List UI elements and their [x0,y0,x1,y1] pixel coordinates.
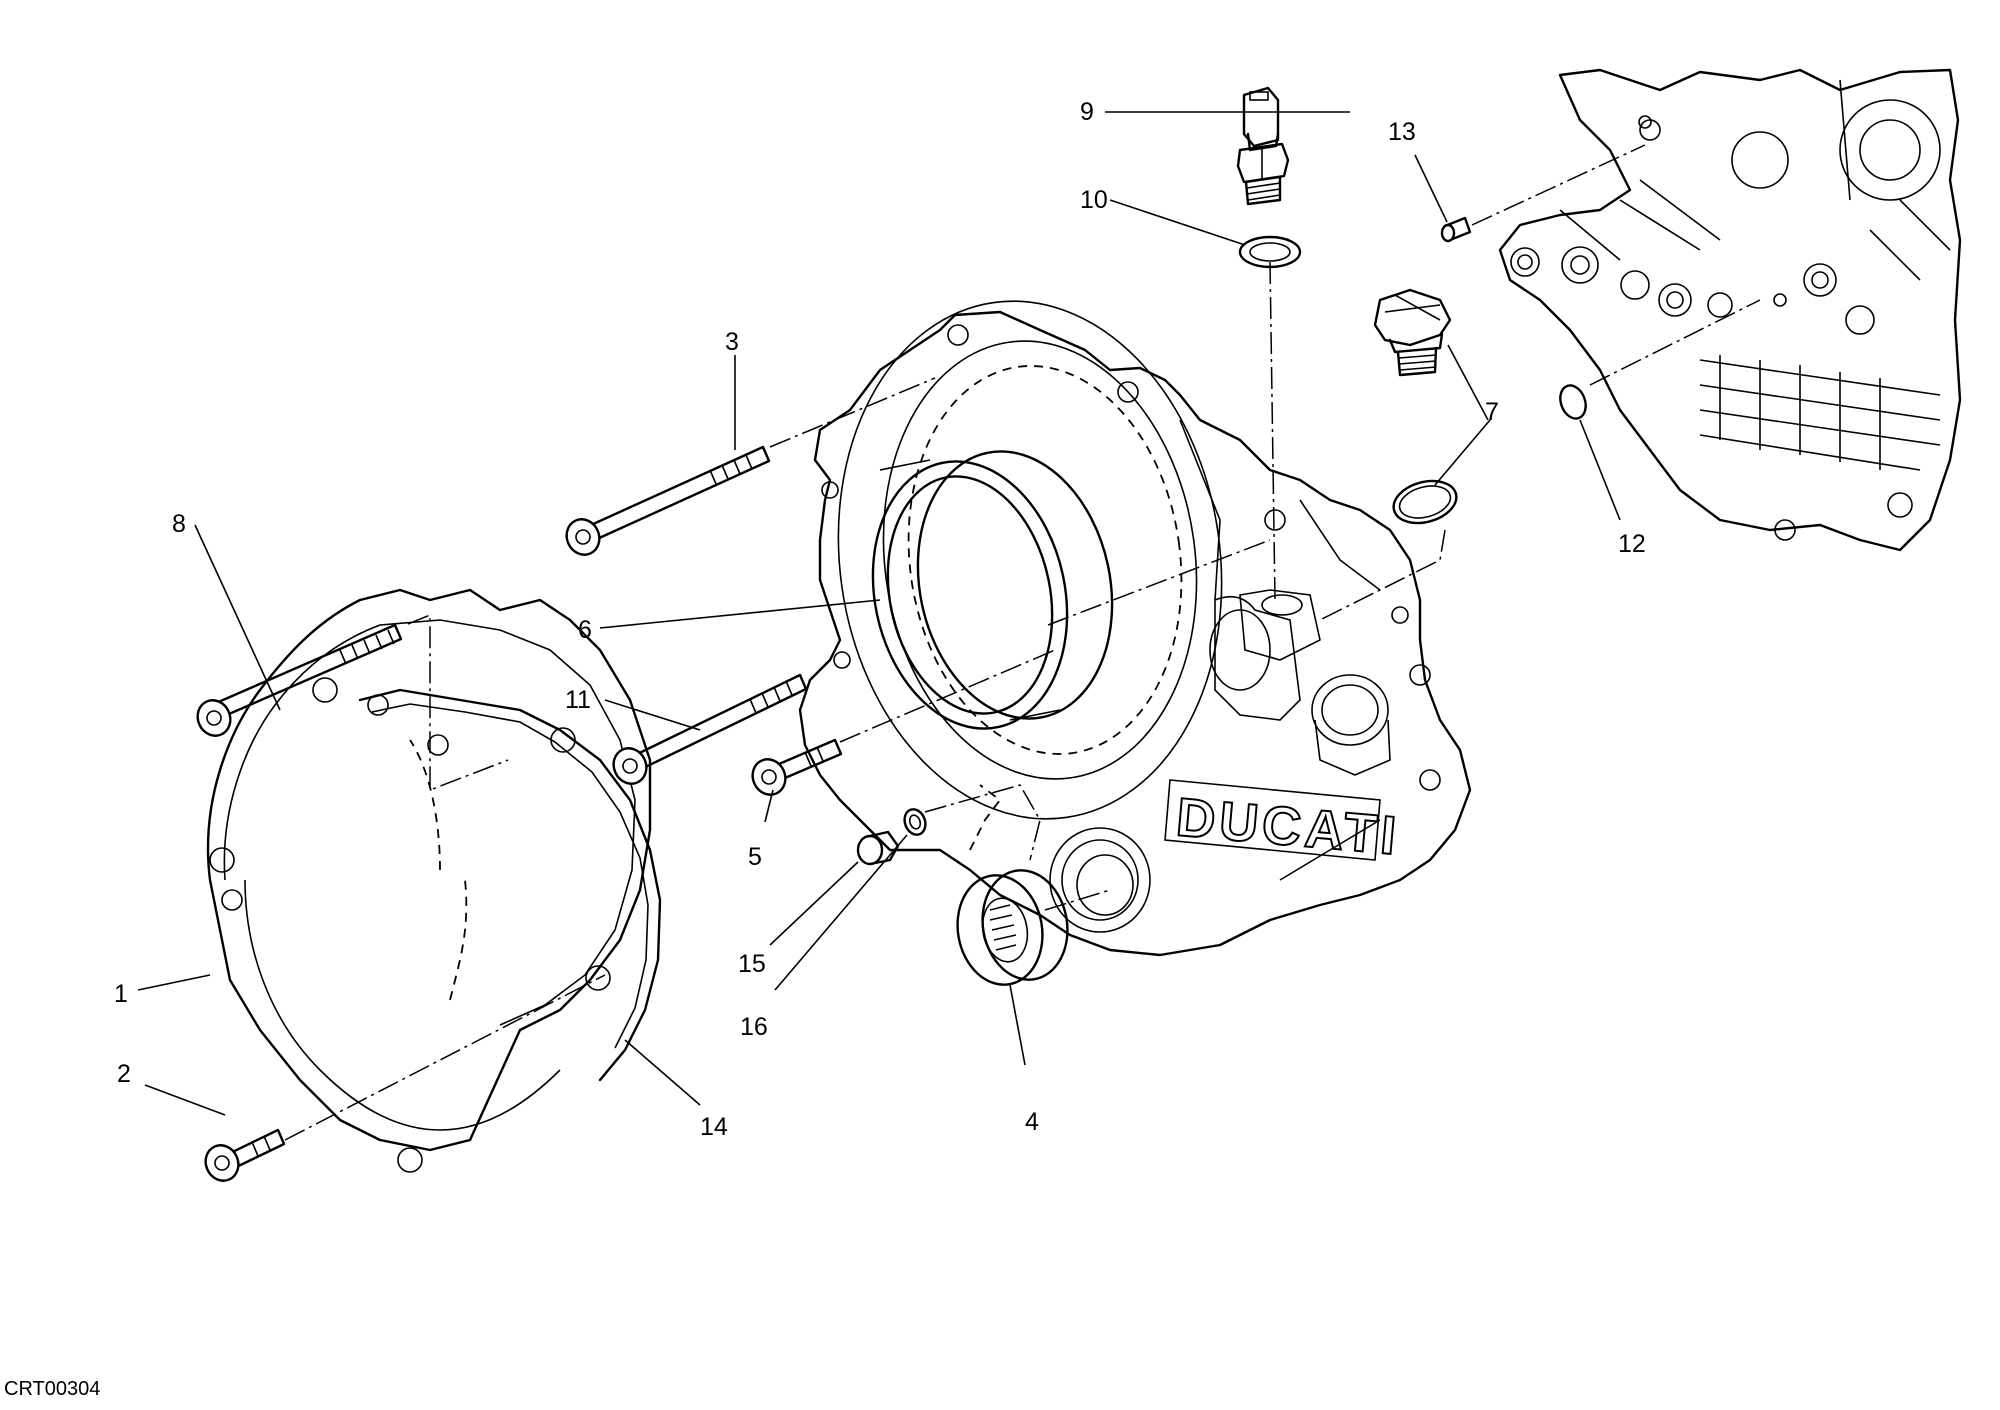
callout-13: 13 [1388,118,1416,146]
callout-leaders [137,111,1621,1116]
callout-14: 14 [700,1113,728,1141]
callout-5: 5 [748,843,762,871]
oil-filler-plug-7 [1373,288,1452,377]
callout-8: 8 [172,510,186,538]
assembly-center-lines [284,144,1761,1141]
dowel-pin-13 [1440,216,1472,243]
temperature-sensor-shown [1236,86,1290,206]
o-ring-7 [1392,479,1458,525]
bolt-medium-11 [612,673,808,785]
callout-15: 15 [738,950,766,978]
callout-9: 9 [1080,98,1094,126]
callout-10: 10 [1080,186,1108,214]
bolt-long-3 [565,445,771,556]
callout-labels: 1 2 3 4 5 6 7 8 9 10 11 12 13 14 15 16 [114,98,1646,1141]
callout-6: 6 [578,616,592,644]
oil-seal-4 [956,869,1069,986]
cover-gasket [358,688,662,1082]
callout-7: 7 [1485,398,1499,426]
callout-4: 4 [1025,1108,1039,1136]
callout-1: 1 [114,980,128,1008]
seal-ring-6 [871,450,1114,730]
callout-16: 16 [740,1013,768,1041]
callout-2: 2 [117,1060,131,1088]
callout-12: 12 [1618,530,1646,558]
bolt-long-8 [196,623,403,737]
plug-15 [856,830,900,866]
drawing-code-label: CRT00304 [4,1378,101,1400]
engine-crankcase [1498,68,1962,552]
o-ring-12 [1559,384,1587,420]
washer-16 [903,808,927,836]
screw-short-2 [204,1128,286,1182]
callout-11: 11 [565,686,591,714]
screw-short-5 [751,738,843,796]
callout-3: 3 [725,328,739,356]
clutch-cover [206,588,652,1173]
clutch-case-cover: DUCATI [798,300,1472,957]
